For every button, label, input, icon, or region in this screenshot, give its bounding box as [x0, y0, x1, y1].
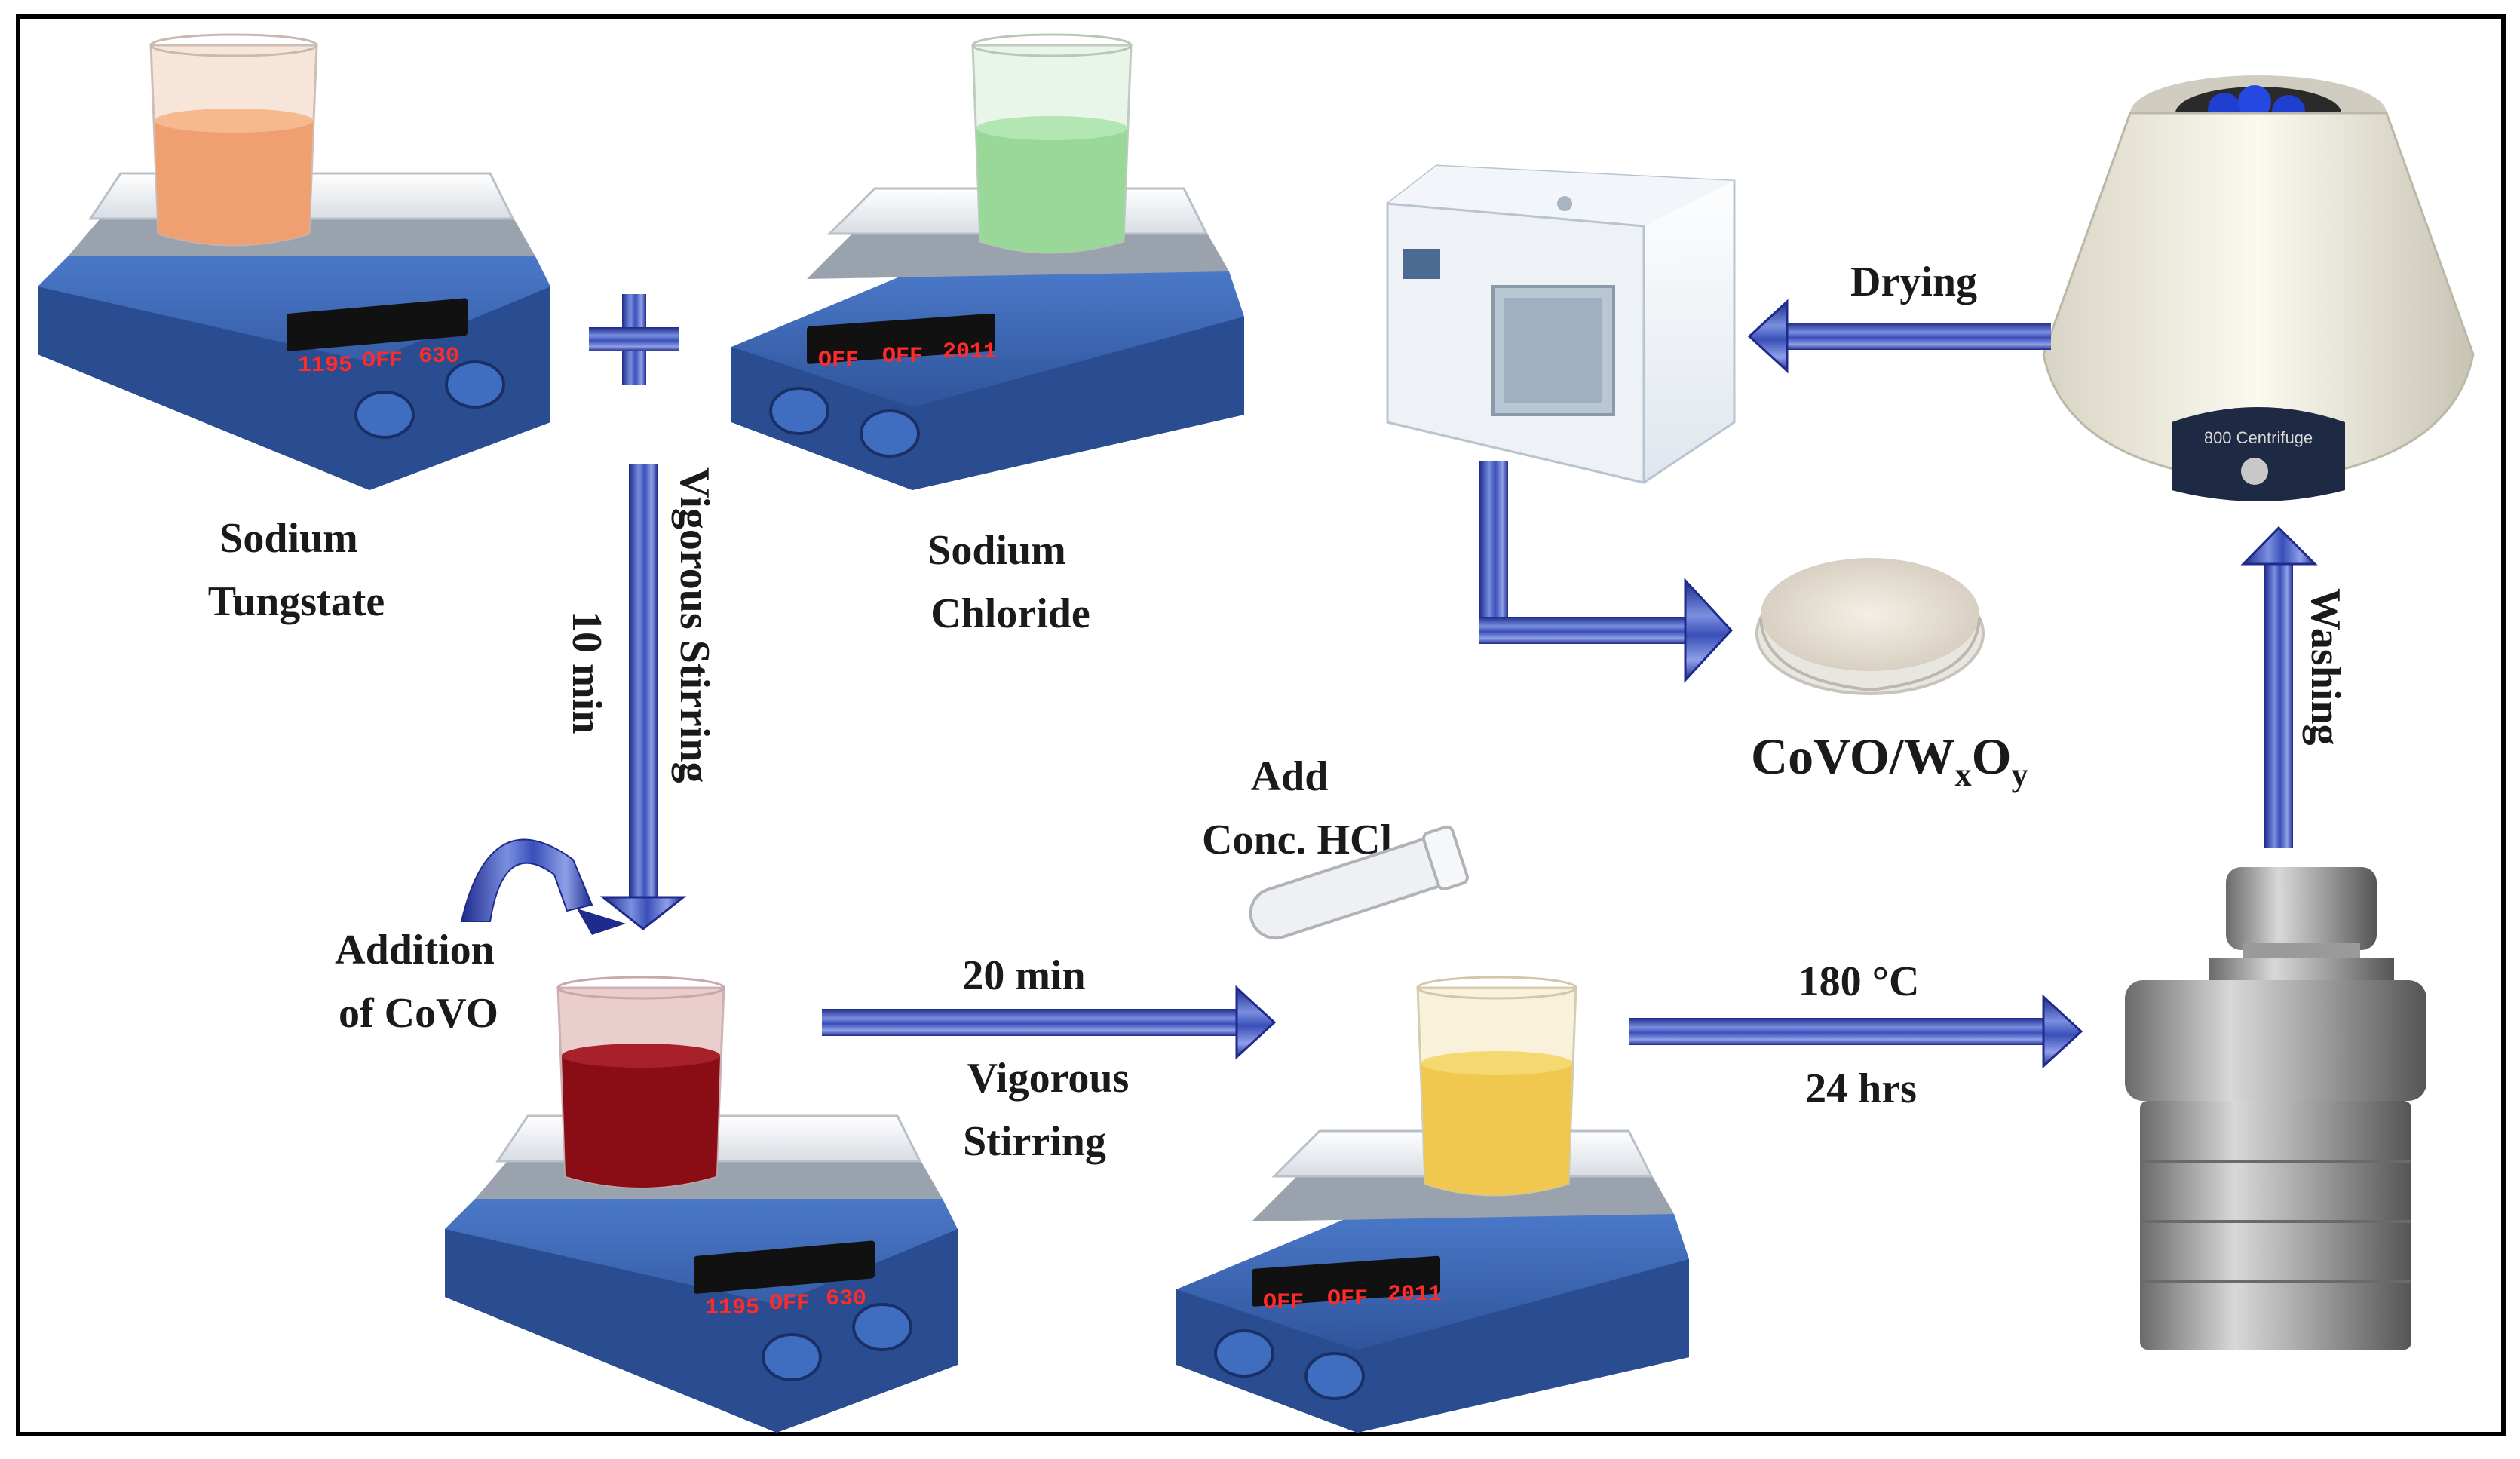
- label-addition-1: Addition: [335, 927, 495, 973]
- knob-icon: [1214, 1329, 1274, 1378]
- arrow-bent-icon: [1479, 461, 1734, 683]
- label-vigorous-bottom-1: Vigorous: [967, 1055, 1130, 1102]
- label-duration: 24 hrs: [1805, 1065, 1917, 1112]
- autoclave-icon: [2125, 867, 2426, 1350]
- display-d-2: OFF: [1327, 1286, 1368, 1312]
- label-conc-hcl: Conc. HCl: [1202, 817, 1392, 863]
- stirrer-sodium-tungstate: 1195 OFF 630: [38, 33, 550, 490]
- label-20-min: 20 min: [962, 952, 1085, 999]
- label-sodium-tungstate-2: Tungstate: [208, 578, 385, 625]
- label-temperature: 180 °C: [1798, 958, 1920, 1005]
- stirrer-hcl: OFF OFF 2011: [1176, 976, 1689, 1433]
- label-sodium-chloride-2: Chloride: [930, 590, 1090, 637]
- display-b-1: OFF: [818, 348, 859, 373]
- product-o: O: [1972, 728, 2012, 785]
- figure-border: [16, 14, 2506, 1436]
- knob-icon: [762, 1333, 822, 1381]
- display-b-2: OFF: [882, 344, 923, 369]
- curved-arrow-icon: [460, 838, 626, 935]
- stirrer-sodium-chloride: OFF OFF 2011: [731, 33, 1244, 490]
- knob-icon: [354, 391, 415, 439]
- display-c-2: OFF: [769, 1291, 810, 1316]
- centrifuge-icon: 800 Centrifuge: [2042, 75, 2475, 501]
- product-sub-y: y: [2012, 756, 2028, 793]
- oven-icon: [1386, 164, 1736, 484]
- label-sodium-tungstate-1: Sodium: [219, 515, 358, 562]
- knob-icon: [769, 387, 829, 435]
- arrow-up-icon: [2240, 526, 2318, 848]
- label-vigorous-bottom-2: Stirring: [963, 1118, 1106, 1165]
- label-sodium-chloride-1: Sodium: [927, 527, 1066, 574]
- display-a-3: 630: [418, 344, 459, 369]
- arrow-right-icon: [1629, 994, 2083, 1069]
- petri-dish-icon: [1755, 558, 1985, 695]
- label-drying: Drying: [1850, 259, 1977, 305]
- test-tube-icon: [1249, 825, 1469, 940]
- display-a-1: 1195: [298, 353, 352, 379]
- display-d-1: OFF: [1263, 1290, 1304, 1316]
- label-vigorous-stirring-vertical: Vigorous Stirring: [671, 467, 718, 783]
- product-base: CoVO/W: [1751, 728, 1955, 785]
- centrifuge-label: 800 Centrifuge: [2204, 428, 2313, 447]
- arrow-down-icon: [599, 464, 687, 930]
- knob-icon: [852, 1303, 912, 1351]
- knob-icon: [1304, 1352, 1365, 1400]
- display-d-3: 2011: [1387, 1282, 1442, 1307]
- arrow-left-icon: [1747, 299, 2051, 374]
- display-c-3: 630: [826, 1286, 866, 1312]
- display-a-2: OFF: [362, 348, 403, 374]
- label-10-min: 10 min: [563, 611, 610, 734]
- label-washing: Washing: [2302, 588, 2349, 746]
- product-sub-x: x: [1955, 756, 1972, 793]
- label-add: Add: [1251, 753, 1329, 800]
- knob-icon: [860, 409, 920, 458]
- label-product: CoVO/WxOy: [1751, 728, 2028, 793]
- display-c-1: 1195: [705, 1295, 759, 1321]
- label-addition-2: of CoVO: [339, 990, 498, 1037]
- display-b-3: 2011: [943, 339, 997, 365]
- arrow-right-icon: [822, 985, 1277, 1060]
- plus-icon: [589, 294, 679, 385]
- knob-icon: [445, 360, 505, 409]
- stirrer-covo: 1195 OFF 630: [445, 976, 958, 1433]
